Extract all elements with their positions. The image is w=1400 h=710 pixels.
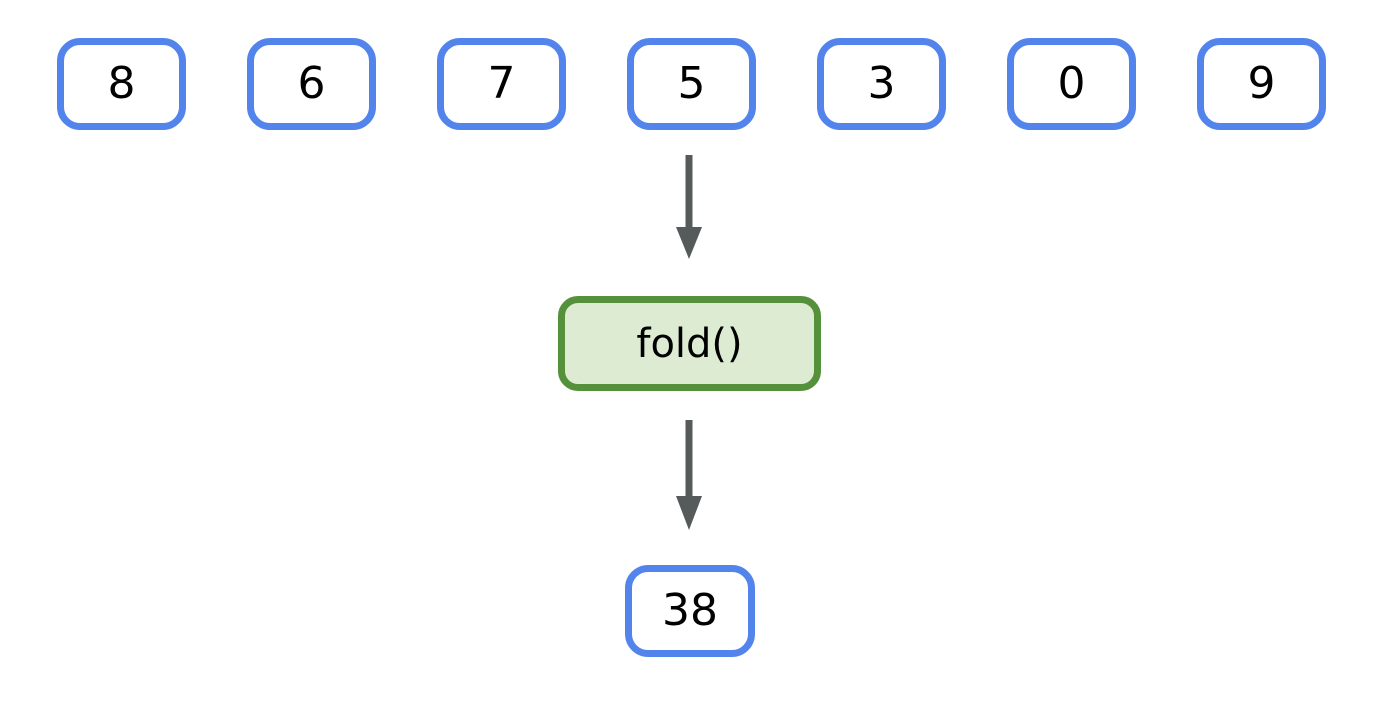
value-box-5[interactable]: 0 <box>1007 38 1136 130</box>
value-box-label: 8 <box>107 58 136 109</box>
value-box-6[interactable]: 9 <box>1197 38 1326 130</box>
value-box-3[interactable]: 5 <box>627 38 756 130</box>
value-box-4[interactable]: 3 <box>817 38 946 130</box>
input-value-row: 8 6 7 5 3 0 9 <box>57 38 1327 130</box>
arrow-input-to-op-icon <box>676 155 702 259</box>
value-box-label: 9 <box>1247 58 1276 109</box>
value-box-label: 3 <box>867 58 896 109</box>
value-box-label: 6 <box>297 58 326 109</box>
arrow-op-to-result-icon <box>676 420 702 530</box>
value-box-0[interactable]: 8 <box>57 38 186 130</box>
fold-operation-label: fold() <box>636 320 743 367</box>
value-box-label: 5 <box>677 58 706 109</box>
value-box-label: 7 <box>487 58 516 109</box>
fold-result-node[interactable]: 38 <box>625 565 755 657</box>
value-box-2[interactable]: 7 <box>437 38 566 130</box>
fold-result-label: 38 <box>662 585 718 636</box>
fold-operation-node[interactable]: fold() <box>558 296 821 391</box>
value-box-1[interactable]: 6 <box>247 38 376 130</box>
value-box-label: 0 <box>1057 58 1086 109</box>
